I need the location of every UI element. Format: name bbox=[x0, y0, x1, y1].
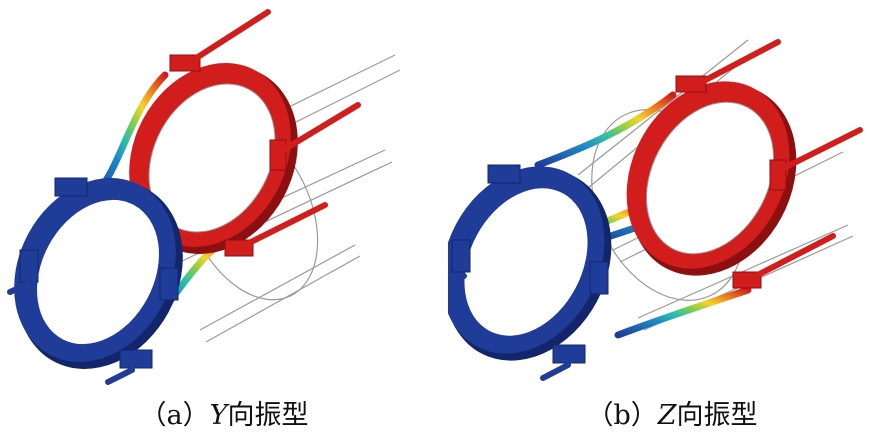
moving-ring bbox=[626, 75, 797, 289]
mode-shape-z-panel: （b）Z向振型 bbox=[448, 0, 896, 439]
moving-ring bbox=[129, 54, 298, 257]
moving-rods bbox=[695, 39, 863, 283]
fixed-ring bbox=[448, 164, 612, 364]
mode-shape-y-figure bbox=[7, 9, 401, 385]
mode-shape-z-figure bbox=[448, 39, 863, 381]
moving-rods bbox=[187, 9, 361, 248]
fixed-rods bbox=[448, 273, 571, 381]
fixed-rods bbox=[7, 279, 135, 385]
fixed-ring bbox=[14, 177, 183, 369]
mode-shape-y-panel: （a）Y向振型 bbox=[7, 9, 401, 431]
caption-a: （a）Y向振型 bbox=[139, 400, 309, 431]
caption-b: （b）Z向振型 bbox=[586, 400, 758, 431]
